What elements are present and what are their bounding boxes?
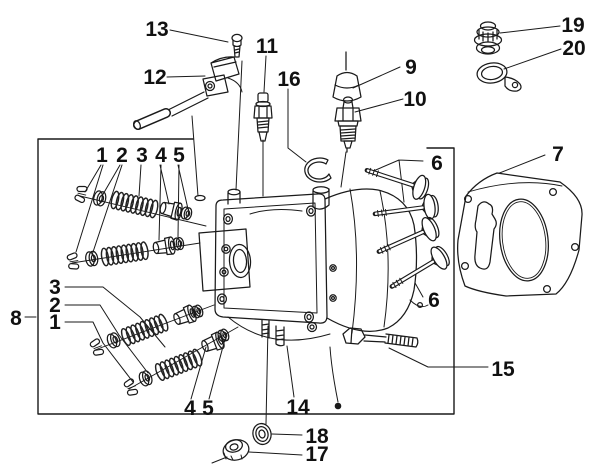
callout-9: 9 — [405, 56, 417, 79]
spark-plug-cap — [332, 51, 362, 102]
callout-17: 17 — [305, 443, 328, 464]
head-gasket — [457, 172, 583, 297]
leader-4-top — [158, 164, 170, 241]
leader-16 — [287, 88, 307, 163]
leader-9 — [352, 66, 401, 89]
decompression-lever — [133, 56, 243, 130]
callout-1-top: 1 — [96, 144, 108, 167]
callout-6-top: 6 — [431, 152, 443, 175]
callout-14: 14 — [286, 396, 310, 419]
leader-5-top — [177, 164, 189, 238]
callout-2-low: 2 — [49, 294, 61, 317]
callout-5-bottom: 5 — [202, 397, 214, 420]
callout-8: 8 — [10, 307, 22, 330]
callout-10: 10 — [403, 88, 426, 111]
leader-10 — [354, 98, 404, 113]
callout-leaders — [24, 25, 562, 464]
callout-7: 7 — [552, 143, 564, 166]
callout-2-top: 2 — [116, 144, 128, 167]
leader-3-top — [138, 164, 142, 197]
assembly-axis-lines — [71, 195, 239, 390]
head-bolt — [342, 327, 419, 348]
leader-2-top — [91, 164, 123, 256]
callout-3-low: 3 — [49, 276, 61, 299]
leader-19 — [499, 25, 561, 34]
leader-20 — [503, 48, 562, 70]
leader-12 — [166, 75, 206, 78]
cylinder-head — [194, 186, 429, 347]
callout-1-low: 1 — [49, 311, 61, 334]
index-dot — [334, 402, 342, 410]
valvetrain-row-2 — [65, 235, 186, 272]
callout-6-bottom: 6 — [428, 289, 440, 312]
callout-5-top: 5 — [173, 144, 185, 167]
flange-nut — [222, 439, 250, 461]
leader-11 — [262, 55, 267, 197]
leader-7 — [496, 154, 546, 175]
callout-19: 19 — [561, 14, 584, 37]
temperature-sensor — [253, 92, 273, 142]
seal-ring — [476, 62, 522, 92]
callout-3-top: 3 — [136, 144, 148, 167]
callout-4-bottom: 4 — [184, 397, 196, 420]
spark-plug — [334, 96, 362, 153]
leader-18 — [265, 325, 303, 436]
circlip — [304, 157, 332, 183]
valvetrain-row-3 — [87, 303, 205, 359]
leader-14 — [286, 345, 295, 398]
leader-dot — [329, 346, 339, 403]
callout-16: 16 — [277, 68, 300, 91]
leader-4-bottom — [190, 346, 207, 400]
leader-2-low — [64, 304, 149, 374]
callout-13: 13 — [145, 18, 168, 41]
callout-15: 15 — [491, 358, 515, 381]
callout-4-top: 4 — [155, 144, 167, 167]
leader-1-top — [75, 164, 104, 253]
leader-screw-down — [235, 60, 243, 191]
cup-washer — [252, 422, 272, 446]
oil-filler-cap — [473, 21, 503, 55]
head-stud — [261, 319, 285, 347]
valvetrain-row-4 — [121, 327, 231, 399]
lever-screw — [231, 33, 243, 58]
leader-1-low — [64, 321, 134, 383]
assembly-boundary-box — [37, 138, 455, 415]
leader-17 — [211, 451, 303, 464]
callout-12: 12 — [143, 66, 166, 89]
leader-plug-down — [340, 151, 347, 188]
leader-lever-down — [191, 115, 199, 197]
callout-11: 11 — [256, 35, 279, 58]
callout-labels: 13 12 11 16 9 10 19 20 1 2 3 4 5 6 7 8 3… — [10, 14, 586, 464]
leader-13 — [169, 29, 229, 43]
callout-18: 18 — [305, 425, 329, 448]
leader-15 — [388, 347, 489, 368]
callout-20: 20 — [562, 37, 585, 60]
